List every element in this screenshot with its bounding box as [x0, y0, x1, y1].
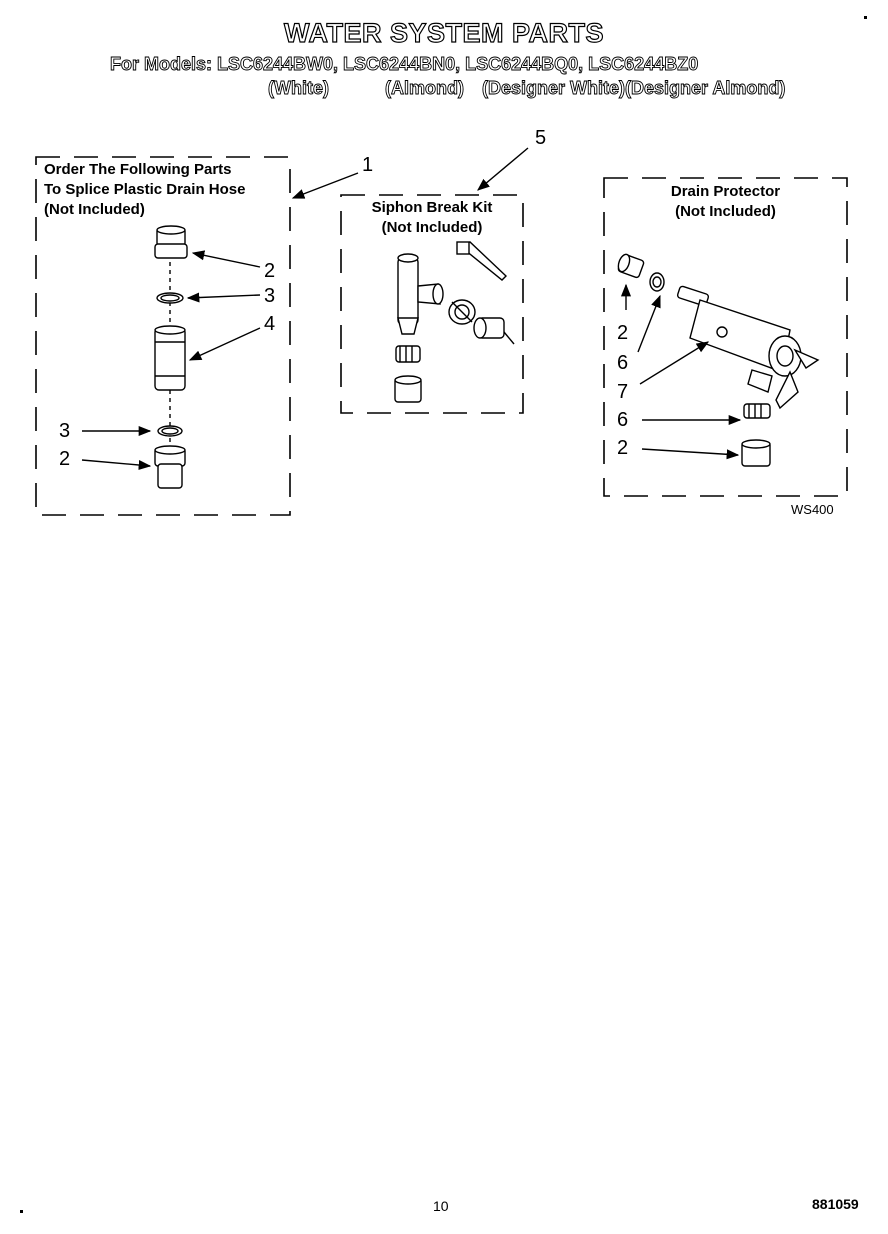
leader-5 [477, 147, 529, 191]
models-line: For Models: LSC6244BW0, LSC6244BN0, LSC6… [110, 54, 699, 75]
leader-right-6a [637, 294, 661, 353]
callout-left-3b: 3 [59, 420, 71, 442]
variant-white: (White) [268, 78, 330, 99]
leader-left-2a [191, 250, 261, 268]
splice-parts-box [35, 156, 291, 516]
page-number: 10 [433, 1198, 449, 1214]
scan-mark-top [864, 16, 867, 19]
leader-1 [291, 172, 359, 199]
drain-box-label: Drain Protector (Not Included) [604, 182, 847, 222]
splice-parts-illustration [154, 225, 188, 489]
leader-right-2b [641, 448, 740, 460]
drain-protector-box [603, 177, 848, 497]
siphon-kit-box [340, 194, 524, 414]
siphon-label-line1: Siphon Break Kit [371, 199, 493, 216]
variant-designer: (Designer White)(Designer Almond) [482, 78, 786, 99]
callout-left-4: 4 [264, 313, 276, 335]
callout-right-2b: 2 [617, 437, 629, 459]
variant-almond: (Almond) [385, 78, 465, 99]
drain-protector-illustration [617, 253, 820, 467]
page-title: WATER SYSTEM PARTS [283, 17, 604, 48]
siphon-box-label: Siphon Break Kit (Not Included) [341, 198, 523, 238]
diagram-code: WS400 [791, 502, 834, 517]
callout-left-2a: 2 [264, 260, 276, 282]
leader-left-2b [81, 459, 152, 471]
callout-right-2a: 2 [617, 322, 629, 344]
splice-label-line2: To Splice Plastic Drain Hose [44, 181, 246, 198]
drain-label-line1: Drain Protector [670, 183, 781, 200]
drain-label-line2: (Not Included) [675, 203, 776, 220]
splice-label-line1: Order The Following Parts [44, 161, 232, 178]
document-number: 881059 [812, 1196, 859, 1212]
callout-5: 5 [535, 127, 547, 149]
siphon-kit-illustration [394, 241, 515, 403]
scan-mark-bottom [20, 1210, 23, 1213]
callout-1: 1 [362, 154, 374, 176]
leader-left-3a [186, 292, 261, 303]
splice-label-line3: (Not Included) [44, 201, 145, 218]
callout-left-3a: 3 [264, 285, 276, 307]
callout-right-7: 7 [617, 381, 629, 403]
callout-right-6a: 6 [617, 352, 629, 374]
siphon-label-line2: (Not Included) [381, 219, 483, 236]
callout-left-2b: 2 [59, 448, 71, 470]
splice-box-label: Order The Following Parts To Splice Plas… [44, 160, 245, 220]
leader-left-4 [188, 327, 261, 361]
callout-right-6b: 6 [617, 409, 629, 431]
leader-right-7 [639, 341, 710, 385]
